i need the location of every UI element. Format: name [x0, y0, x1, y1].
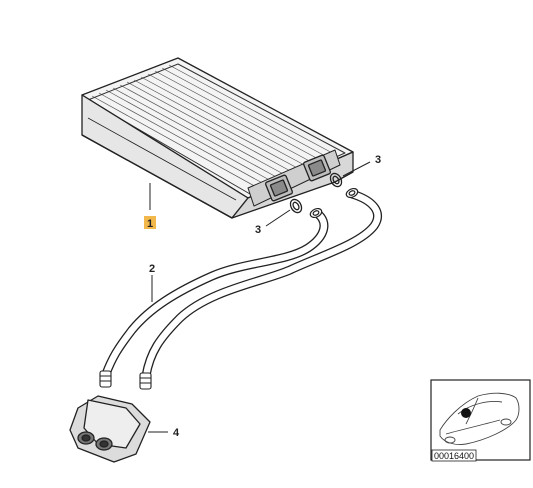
- callout-1-highlight: [144, 216, 156, 229]
- callout-1[interactable]: 1: [147, 218, 153, 230]
- callout-3-bottom[interactable]: 3: [255, 224, 261, 236]
- coolant-pipe-a: [141, 189, 383, 381]
- pipe-fitting-top: [345, 187, 359, 199]
- pipe-end-ribbed-b: [99, 370, 112, 388]
- inset-frame: [430, 379, 531, 461]
- pipe-connector[interactable]: [69, 395, 151, 463]
- coolant-pipes[interactable]: [99, 187, 383, 390]
- connector-body: [83, 399, 141, 449]
- callout-3-top[interactable]: 3: [375, 154, 381, 166]
- pipe-fitting-bottom: [309, 207, 323, 219]
- callout-2[interactable]: 2: [149, 263, 155, 275]
- pipe-end-ribbed-a: [139, 372, 152, 390]
- heater-core-port-right: [303, 154, 331, 182]
- seal-ring-bottom[interactable]: [288, 197, 304, 214]
- heater-core-port-left: [265, 174, 293, 202]
- heater-core-rim: [87, 63, 346, 195]
- vehicle-location-inset[interactable]: 00016400: [430, 379, 531, 462]
- callout-4[interactable]: 4: [173, 427, 180, 439]
- heater-core-fins: [91, 64, 337, 189]
- inset-code: 00016400: [434, 451, 474, 461]
- location-marker-icon: [461, 408, 471, 418]
- seal-ring-top[interactable]: [328, 171, 344, 188]
- inset-code-box: [431, 449, 477, 462]
- leader-line-3-top: [342, 161, 371, 177]
- heater-core[interactable]: [81, 57, 354, 219]
- leader-line-3-bottom: [265, 209, 291, 227]
